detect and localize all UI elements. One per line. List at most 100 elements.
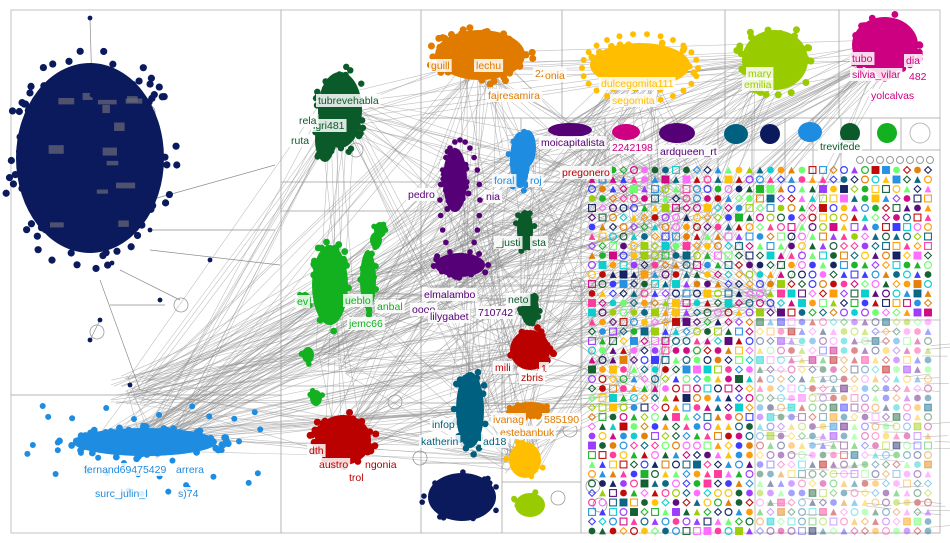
node	[163, 161, 171, 169]
node	[787, 270, 796, 279]
node	[79, 444, 86, 451]
node	[892, 279, 901, 289]
edge-line	[831, 473, 857, 475]
node-label: ruta	[291, 135, 309, 147]
node	[839, 507, 849, 517]
node	[755, 289, 764, 298]
self-loop	[592, 497, 608, 513]
node	[724, 355, 733, 365]
node	[914, 328, 921, 335]
node	[630, 375, 638, 383]
node	[787, 194, 796, 203]
node	[798, 404, 806, 411]
edge-line	[867, 420, 893, 424]
node	[482, 269, 489, 276]
node	[343, 63, 350, 71]
node	[493, 484, 499, 490]
node	[693, 261, 701, 269]
node	[692, 194, 701, 203]
node	[630, 413, 638, 421]
node	[809, 499, 816, 506]
node	[619, 223, 628, 232]
node	[725, 461, 732, 468]
node	[703, 175, 712, 184]
node-label-background	[560, 166, 612, 179]
node	[924, 347, 932, 354]
node	[924, 432, 932, 440]
node	[839, 355, 849, 365]
node	[45, 413, 52, 420]
node	[599, 337, 606, 345]
node	[609, 508, 617, 516]
node	[693, 176, 701, 183]
node	[776, 403, 785, 412]
node	[657, 33, 664, 40]
node	[629, 460, 639, 469]
node	[34, 103, 42, 112]
edge-line	[787, 452, 813, 456]
node	[146, 80, 154, 88]
node	[882, 385, 890, 392]
node	[512, 220, 519, 227]
node	[161, 199, 170, 207]
node	[329, 83, 336, 90]
node	[98, 436, 105, 443]
node	[797, 251, 806, 260]
node	[662, 299, 669, 307]
node	[693, 499, 701, 506]
node	[463, 183, 470, 190]
node	[714, 223, 722, 231]
node	[913, 213, 922, 222]
node	[587, 393, 597, 403]
node	[619, 451, 628, 460]
node	[766, 393, 775, 403]
node	[345, 133, 353, 140]
node	[703, 213, 712, 222]
node	[475, 32, 483, 40]
node	[860, 204, 869, 213]
node	[829, 422, 838, 431]
node	[913, 289, 922, 298]
edge-line	[130, 108, 344, 456]
node	[714, 347, 722, 354]
node	[703, 507, 712, 517]
node	[735, 176, 743, 183]
node	[808, 213, 817, 222]
node	[608, 213, 617, 222]
node	[893, 233, 900, 240]
node	[143, 451, 151, 458]
node-label-background	[474, 59, 504, 72]
node	[755, 203, 765, 213]
node	[346, 408, 354, 416]
node	[299, 350, 305, 357]
node	[619, 165, 628, 175]
node-label-background	[542, 413, 582, 426]
node	[651, 214, 659, 221]
node	[588, 290, 596, 297]
node	[313, 418, 321, 426]
node	[84, 235, 93, 243]
node	[49, 60, 57, 68]
node	[861, 318, 869, 326]
node	[7, 156, 15, 165]
edge-line	[811, 399, 837, 402]
node	[630, 290, 638, 297]
node	[714, 518, 722, 525]
node	[370, 274, 377, 281]
node	[871, 470, 880, 479]
node	[787, 289, 796, 298]
node	[893, 271, 900, 278]
node	[48, 256, 56, 264]
node-label-background	[82, 463, 169, 476]
node	[382, 227, 389, 233]
node	[808, 346, 817, 355]
node	[56, 210, 64, 218]
node	[609, 337, 617, 345]
node	[913, 470, 922, 479]
edge-line	[914, 377, 940, 380]
node	[651, 432, 659, 440]
node	[616, 41, 624, 49]
cluster-blob	[840, 123, 860, 143]
node	[693, 404, 701, 411]
